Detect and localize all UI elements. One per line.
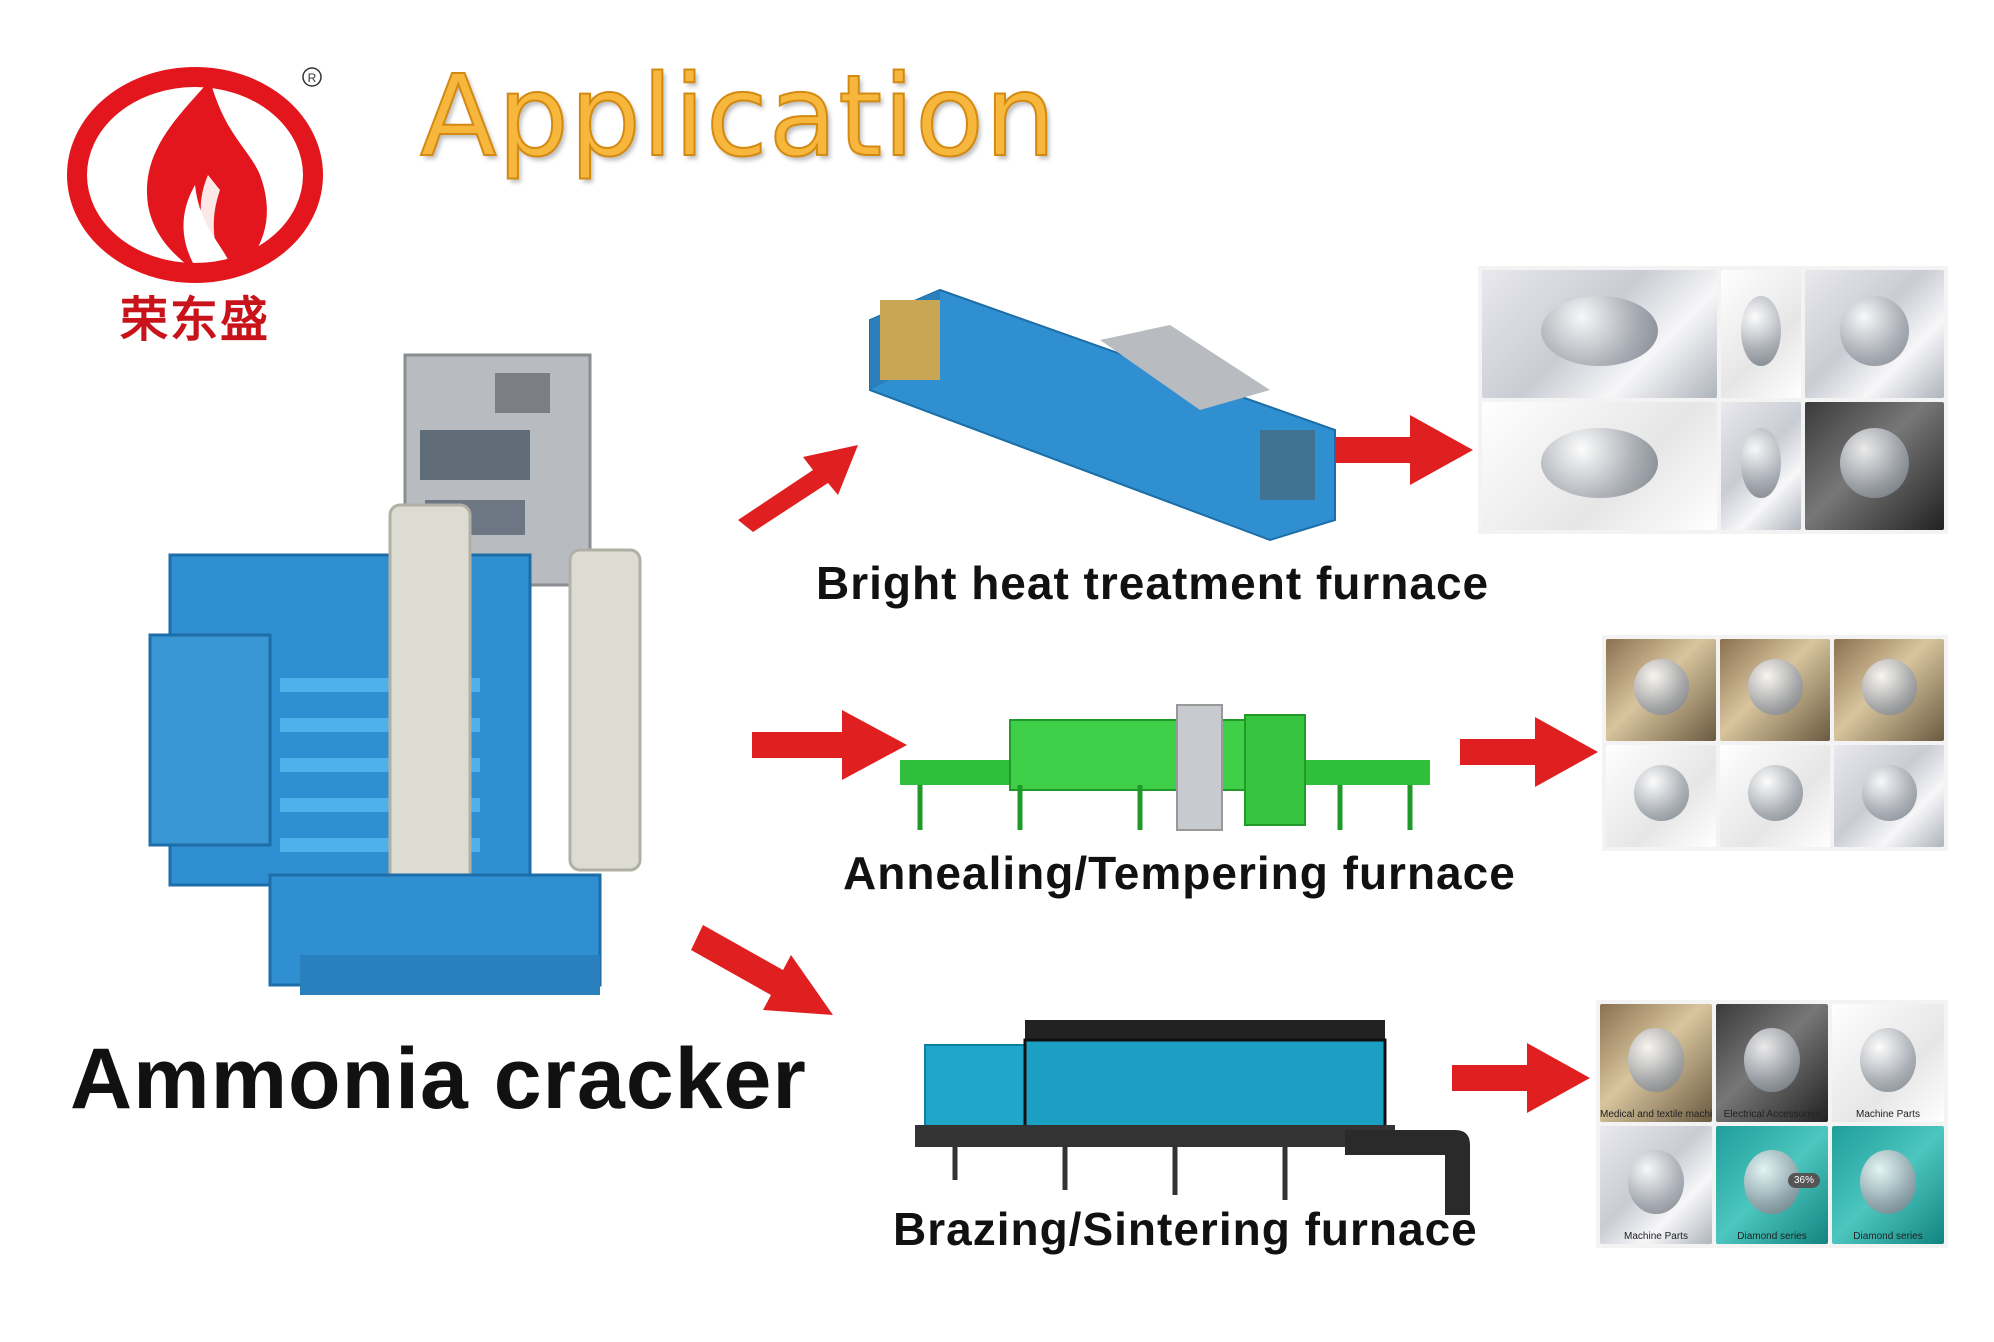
- product-photo: Electrical Accessories: [1716, 1004, 1828, 1122]
- annealing-furnace-illustration: [900, 704, 1430, 831]
- page-title: Application: [419, 51, 1057, 183]
- product-shape: [1860, 1027, 1916, 1093]
- product-photo: Diamond series: [1832, 1126, 1944, 1244]
- product-photo: [1721, 270, 1801, 398]
- product-shape: [1628, 1149, 1684, 1215]
- product-photo: [1834, 639, 1944, 741]
- product-shape: [1633, 765, 1689, 822]
- bright-products-grid: [1478, 266, 1948, 534]
- brand-name: 荣东盛: [119, 292, 270, 348]
- product-photo: [1834, 745, 1944, 847]
- annealing-products-grid: [1602, 635, 1948, 851]
- arrow-to-annealing-products-icon: [1460, 717, 1598, 787]
- bright-furnace-label: Bright heat treatment furnace: [816, 557, 1490, 609]
- product-shape: [1839, 427, 1910, 498]
- product-photo: Machine Parts: [1600, 1126, 1712, 1244]
- product-shape: [1861, 765, 1917, 822]
- ammonia-cracker-label: Ammonia cracker: [70, 1031, 807, 1127]
- product-shape: [1628, 1027, 1684, 1093]
- product-shape: [1839, 295, 1910, 366]
- product-caption: Diamond series: [1737, 1231, 1807, 1242]
- arrow-to-bright-products-icon: [1335, 415, 1473, 485]
- flame-logo-icon: R: [67, 67, 323, 283]
- brazing-products-grid: Medical and textile machine Electrical Ac…: [1596, 1000, 1948, 1248]
- product-photo: [1721, 402, 1801, 530]
- annealing-furnace-label: Annealing/Tempering furnace: [843, 847, 1516, 899]
- product-photo: Medical and textile machine: [1600, 1004, 1712, 1122]
- arrow-to-bright-furnace-icon: [738, 445, 858, 532]
- product-caption: Diamond series: [1853, 1231, 1923, 1242]
- product-shape: [1747, 765, 1803, 822]
- percent-badge: 36%: [1787, 1173, 1820, 1189]
- brazing-furnace-illustration: [915, 1020, 1470, 1215]
- product-shape: [1540, 427, 1659, 498]
- registered-mark: R: [308, 71, 317, 85]
- product-shape: [1741, 427, 1781, 498]
- product-photo: [1805, 402, 1944, 530]
- product-photo: Diamond series 36%: [1716, 1126, 1828, 1244]
- product-shape: [1741, 295, 1781, 366]
- product-photo: [1720, 745, 1830, 847]
- product-photo: [1805, 270, 1944, 398]
- bright-furnace-illustration: [869, 288, 1336, 542]
- product-shape: [1861, 659, 1917, 716]
- product-photo: [1482, 270, 1717, 398]
- product-shape: [1540, 295, 1659, 366]
- product-caption: Machine Parts: [1624, 1231, 1688, 1242]
- product-shape: [1744, 1027, 1800, 1093]
- product-caption: Electrical Accessories: [1723, 1109, 1821, 1120]
- product-photo: [1720, 639, 1830, 741]
- product-shape: [1860, 1149, 1916, 1215]
- product-shape: [1633, 659, 1689, 716]
- brazing-furnace-label: Brazing/Sintering furnace: [893, 1203, 1478, 1255]
- product-photo: [1482, 402, 1717, 530]
- product-photo: [1606, 639, 1716, 741]
- product-photo: Machine Parts: [1832, 1004, 1944, 1122]
- product-shape: [1747, 659, 1803, 716]
- ammonia-cracker-illustration: [148, 353, 642, 995]
- arrow-to-brazing-furnace-icon: [691, 925, 833, 1015]
- product-caption: Medical and textile machine: [1600, 1109, 1712, 1120]
- product-caption: Machine Parts: [1856, 1109, 1920, 1120]
- arrow-to-brazing-products-icon: [1452, 1043, 1590, 1113]
- product-photo: [1606, 745, 1716, 847]
- arrow-to-annealing-furnace-icon: [752, 710, 907, 780]
